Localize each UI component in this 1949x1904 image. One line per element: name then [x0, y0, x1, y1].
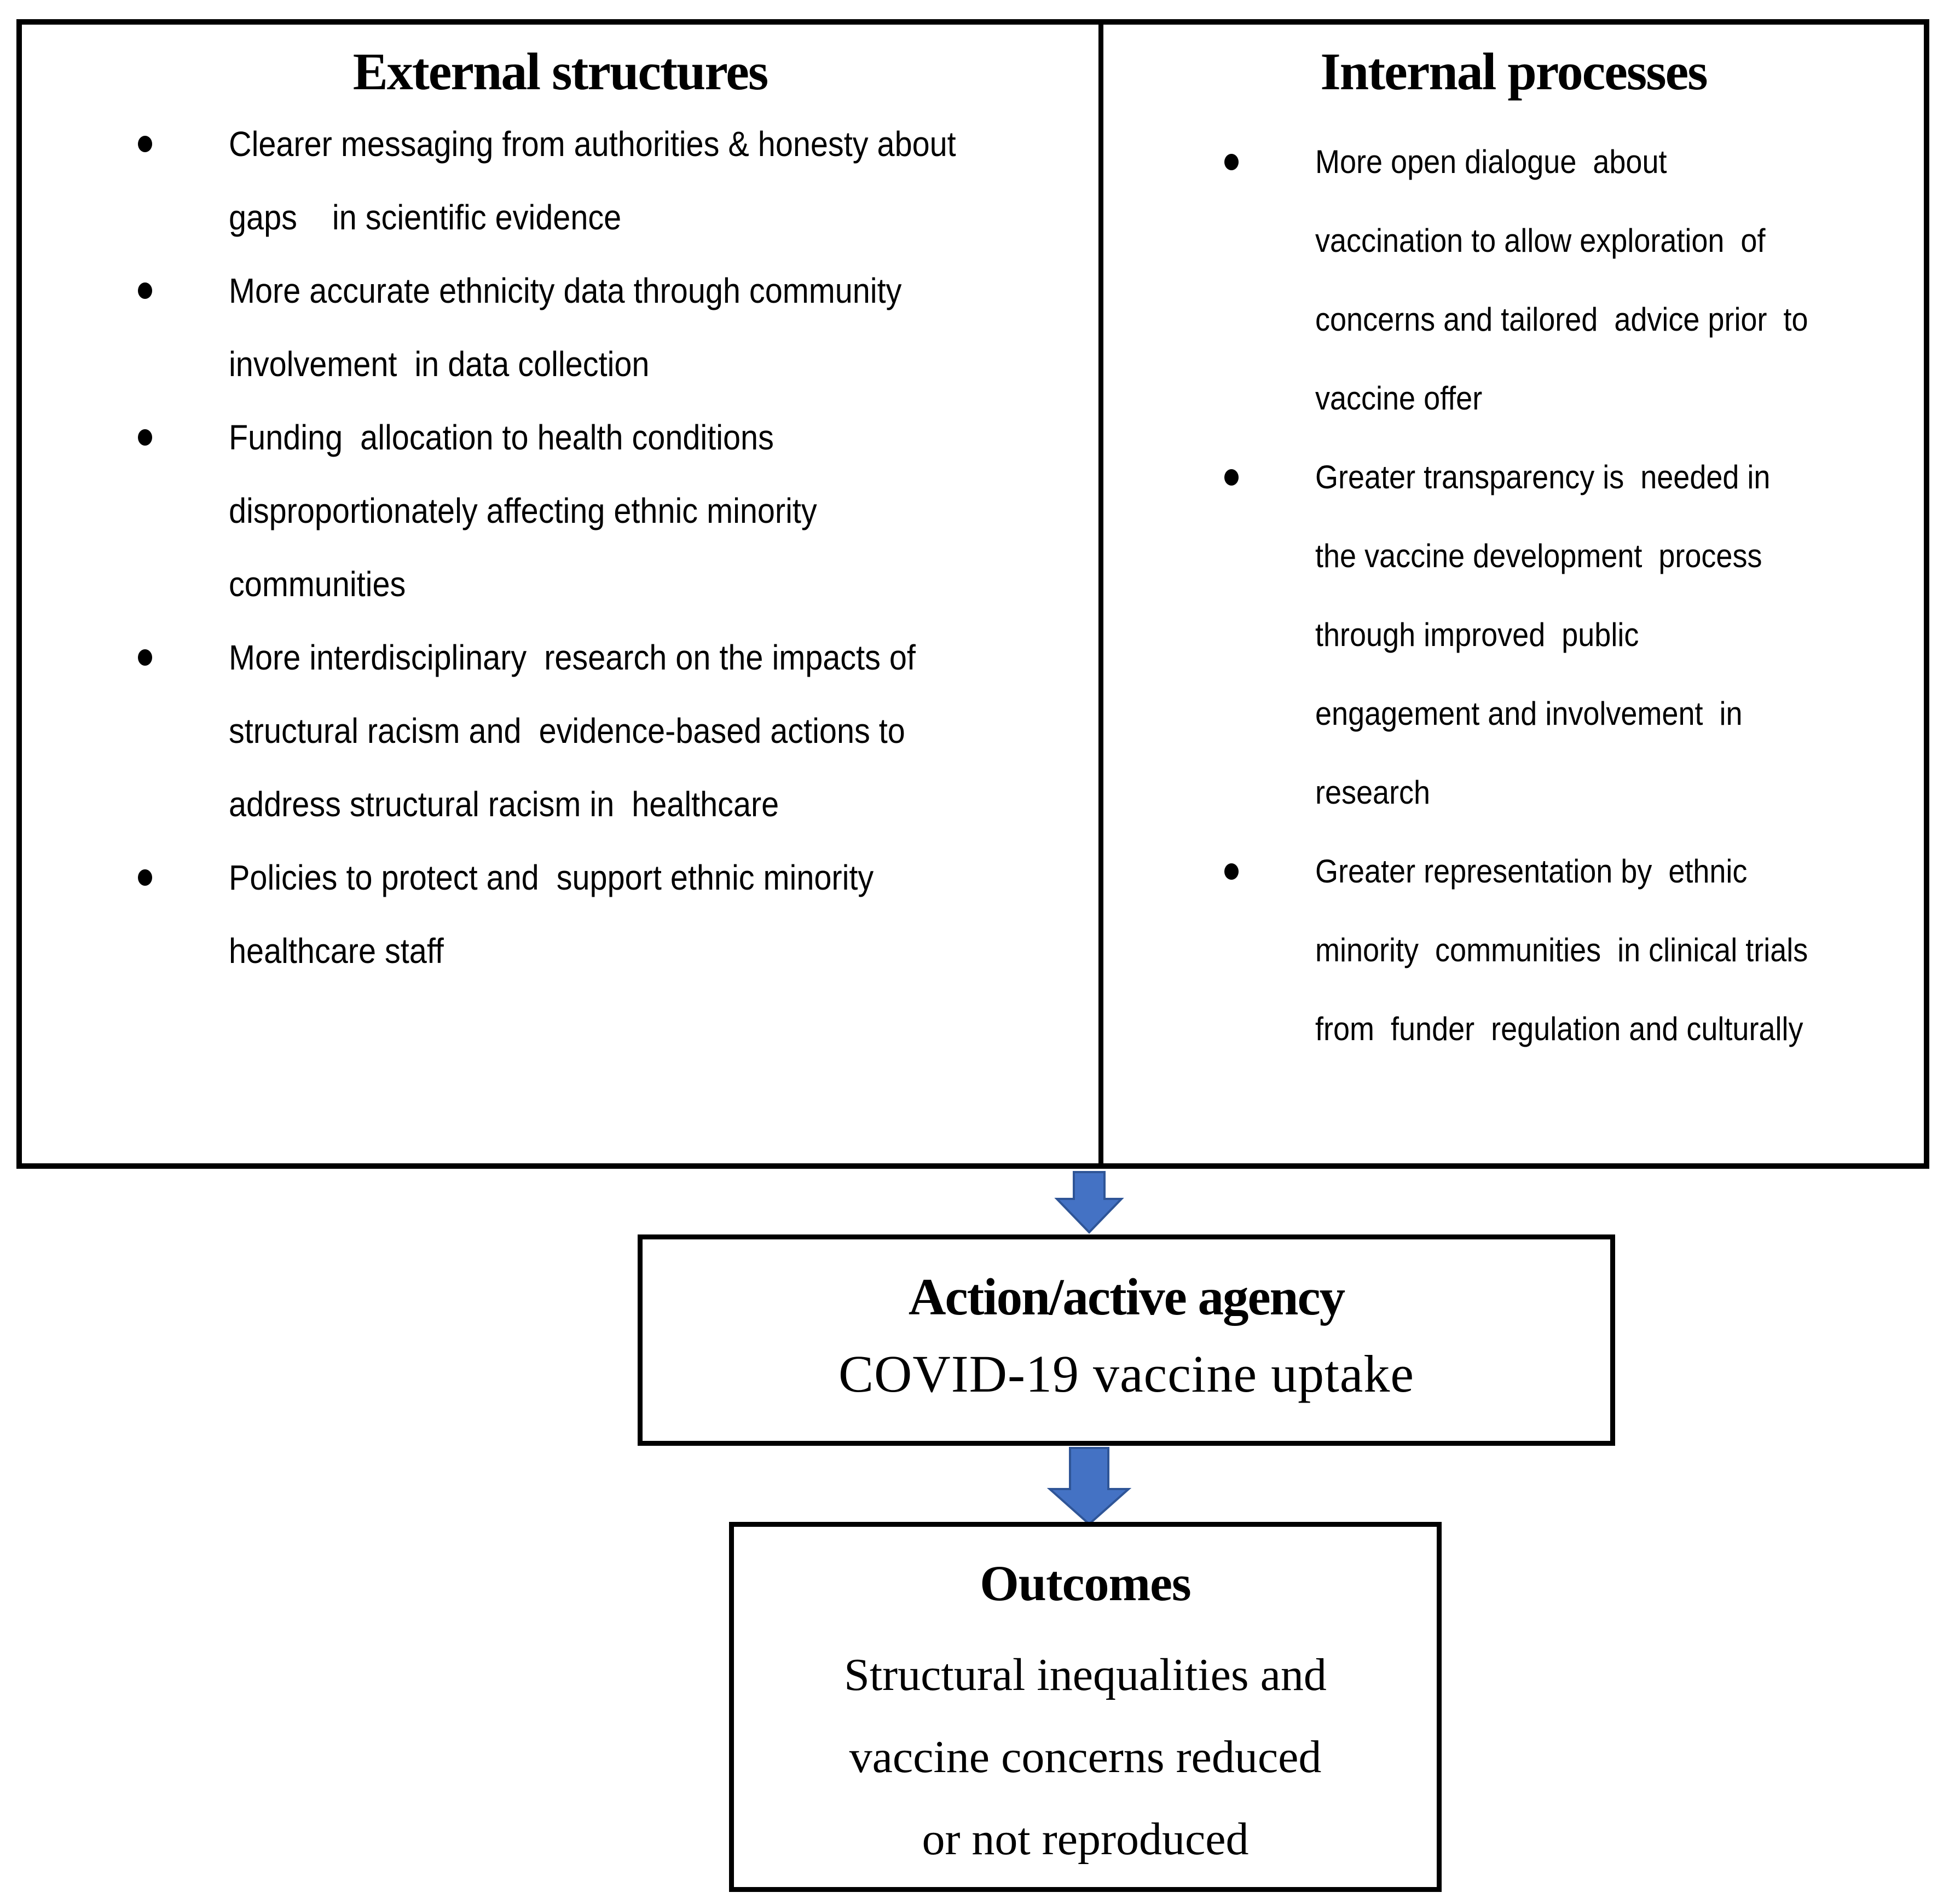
action-subtitle: COVID-19 vaccine uptake: [838, 1345, 1414, 1403]
bullet-line: vaccination to allow exploration of: [1315, 222, 1766, 259]
bullet-dot-icon: [138, 282, 152, 299]
outcome-line: vaccine concerns reduced: [849, 1732, 1322, 1782]
bullet-line: through improved public: [1315, 616, 1639, 653]
bullet-text: Clearer messaging from authorities & hon…: [229, 107, 1037, 254]
bullet-dot-icon: [1224, 154, 1239, 170]
action-title: Action/active agency: [908, 1268, 1345, 1326]
outcomes-title: Outcomes: [980, 1555, 1191, 1611]
bullet-line: Policies to protect and support ethnic m…: [229, 858, 874, 897]
bullet-dot-icon: [138, 136, 152, 152]
bullet-text: Greater transparency is needed in the va…: [1315, 438, 1821, 832]
bullet-line: concerns and tailored advice prior to: [1315, 301, 1808, 338]
internal-processes-title: Internal processes: [1320, 42, 1708, 101]
bullet-dot-icon: [1224, 469, 1239, 486]
bullet-item: Greater representation by ethnic minorit…: [1103, 832, 1924, 1069]
bullet-line: healthcare staff: [229, 931, 444, 971]
bullet-line: More accurate ethnicity data through com…: [229, 271, 902, 310]
bullet-item: Clearer messaging from authorities & hon…: [22, 107, 1098, 254]
action-box: Action/active agency COVID-19 vaccine up…: [638, 1234, 1615, 1446]
bullet-line: gaps in scientific evidence: [229, 198, 622, 237]
outcomes-text: Structural inequalities and vaccine conc…: [734, 1634, 1437, 1880]
bullet-text: Policies to protect and support ethnic m…: [229, 841, 945, 988]
bullet-line: Clearer messaging from authorities & hon…: [229, 124, 956, 164]
bullet-line: vaccine offer: [1315, 380, 1483, 417]
bullet-item: More interdisciplinary research on the i…: [22, 621, 1098, 841]
bullet-dot-icon: [138, 649, 152, 666]
bullet-item: Greater transparency is needed in the va…: [1103, 438, 1924, 832]
bullet-line: address structural racism in healthcare: [229, 784, 779, 824]
bullet-item: Funding allocation to health conditions …: [22, 401, 1098, 621]
internal-bullet-list: More open dialogue about vaccination to …: [1103, 123, 1924, 1069]
down-arrow-2-icon: [1046, 1447, 1132, 1526]
bullet-line: disproportionately affecting ethnic mino…: [229, 491, 817, 530]
bullet-line: involvement in data collection: [229, 344, 650, 384]
external-structures-title: External structures: [352, 42, 768, 101]
outcome-line: Structural inequalities and: [844, 1649, 1327, 1700]
external-bullet-list: Clearer messaging from authorities & hon…: [22, 107, 1098, 988]
bullet-item: More accurate ethnicity data through com…: [22, 254, 1098, 401]
bullet-line: communities: [229, 564, 406, 604]
bullet-line: the vaccine development process: [1315, 538, 1762, 574]
outcome-line: or not reproduced: [922, 1814, 1249, 1865]
bullet-dot-icon: [1224, 863, 1239, 880]
bullet-line: More interdisciplinary research on the i…: [229, 638, 916, 677]
outcomes-box: Outcomes Structural inequalities and vac…: [729, 1522, 1442, 1892]
internal-processes-column: Internal processes More open dialogue ab…: [1098, 25, 1924, 1163]
external-structures-column: External structures Clearer messaging fr…: [22, 25, 1098, 1163]
bullet-text: More interdisciplinary research on the i…: [229, 621, 992, 841]
bullet-line: More open dialogue about: [1315, 143, 1667, 180]
bullet-line: Greater transparency is needed in: [1315, 459, 1771, 495]
bullet-line: engagement and involvement in: [1315, 695, 1743, 732]
bullet-dot-icon: [138, 869, 152, 886]
bullet-line: from funder regulation and culturally: [1315, 1011, 1803, 1047]
bullet-item: More open dialogue about vaccination to …: [1103, 123, 1924, 438]
bullet-line: structural racism and evidence-based act…: [229, 711, 905, 751]
down-arrow-1-icon: [1054, 1171, 1124, 1234]
bullet-text: Greater representation by ethnic minorit…: [1315, 832, 1863, 1069]
bullet-text: Funding allocation to health conditions …: [229, 401, 882, 621]
bullet-line: research: [1315, 774, 1431, 811]
bullet-text: More open dialogue about vaccination to …: [1315, 123, 1863, 438]
bullet-dot-icon: [138, 429, 152, 446]
bullet-line: minority communities in clinical trials: [1315, 932, 1808, 968]
bullet-line: Greater representation by ethnic: [1315, 853, 1748, 890]
bullet-item: Policies to protect and support ethnic m…: [22, 841, 1098, 988]
bullet-line: Funding allocation to health conditions: [229, 418, 774, 457]
bullet-text: More accurate ethnicity data through com…: [229, 254, 976, 401]
top-panel: External structures Clearer messaging fr…: [16, 19, 1929, 1169]
